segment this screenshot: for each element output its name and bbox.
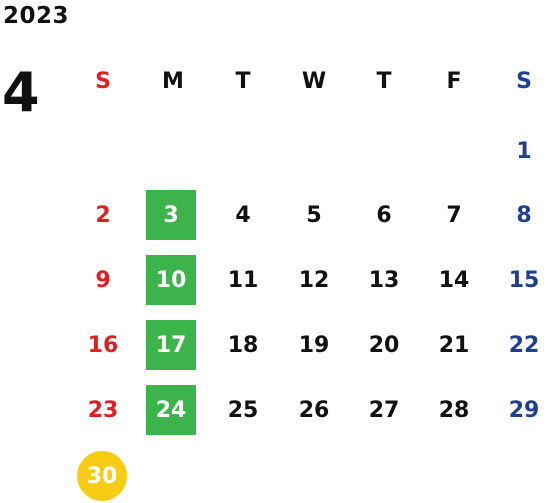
- day-cell-highlighted[interactable]: 10: [146, 255, 196, 305]
- day-cell[interactable]: 22: [508, 332, 540, 358]
- weekday-header-thu: T: [376, 68, 392, 94]
- day-cell[interactable]: 25: [227, 397, 259, 423]
- day-cell[interactable]: 12: [298, 267, 330, 293]
- day-cell[interactable]: 1: [516, 138, 532, 164]
- day-cell[interactable]: 13: [368, 267, 400, 293]
- weekday-header-tue: T: [235, 68, 251, 94]
- day-cell[interactable]: 19: [298, 332, 330, 358]
- weekday-header-sun: S: [95, 68, 111, 94]
- day-cell-highlighted[interactable]: 24: [146, 385, 196, 435]
- weekday-header-fri: F: [446, 68, 462, 94]
- day-cell[interactable]: 28: [438, 397, 470, 423]
- day-cell[interactable]: 15: [508, 267, 540, 293]
- day-cell[interactable]: 9: [95, 267, 111, 293]
- day-cell[interactable]: 21: [438, 332, 470, 358]
- day-cell[interactable]: 4: [235, 202, 251, 228]
- day-cell[interactable]: 23: [87, 397, 119, 423]
- day-cell[interactable]: 16: [87, 332, 119, 358]
- day-cell[interactable]: 20: [368, 332, 400, 358]
- day-cell[interactable]: 8: [516, 202, 532, 228]
- year-label: 2023: [3, 3, 70, 29]
- day-cell[interactable]: 6: [376, 202, 392, 228]
- day-cell[interactable]: 18: [227, 332, 259, 358]
- day-cell[interactable]: 11: [227, 267, 259, 293]
- month-label: 4: [2, 61, 40, 124]
- day-cell-highlighted[interactable]: 17: [146, 320, 196, 370]
- day-cell[interactable]: 14: [438, 267, 470, 293]
- weekday-header-wed: W: [301, 68, 327, 94]
- day-cell-today[interactable]: 30: [77, 451, 127, 501]
- day-cell-highlighted[interactable]: 3: [146, 190, 196, 240]
- day-cell[interactable]: 27: [368, 397, 400, 423]
- day-cell[interactable]: 29: [508, 397, 540, 423]
- day-cell[interactable]: 5: [306, 202, 322, 228]
- day-cell[interactable]: 7: [446, 202, 462, 228]
- weekday-header-mon: M: [162, 68, 184, 94]
- day-cell[interactable]: 26: [298, 397, 330, 423]
- day-cell[interactable]: 2: [95, 202, 111, 228]
- weekday-header-sat: S: [516, 68, 532, 94]
